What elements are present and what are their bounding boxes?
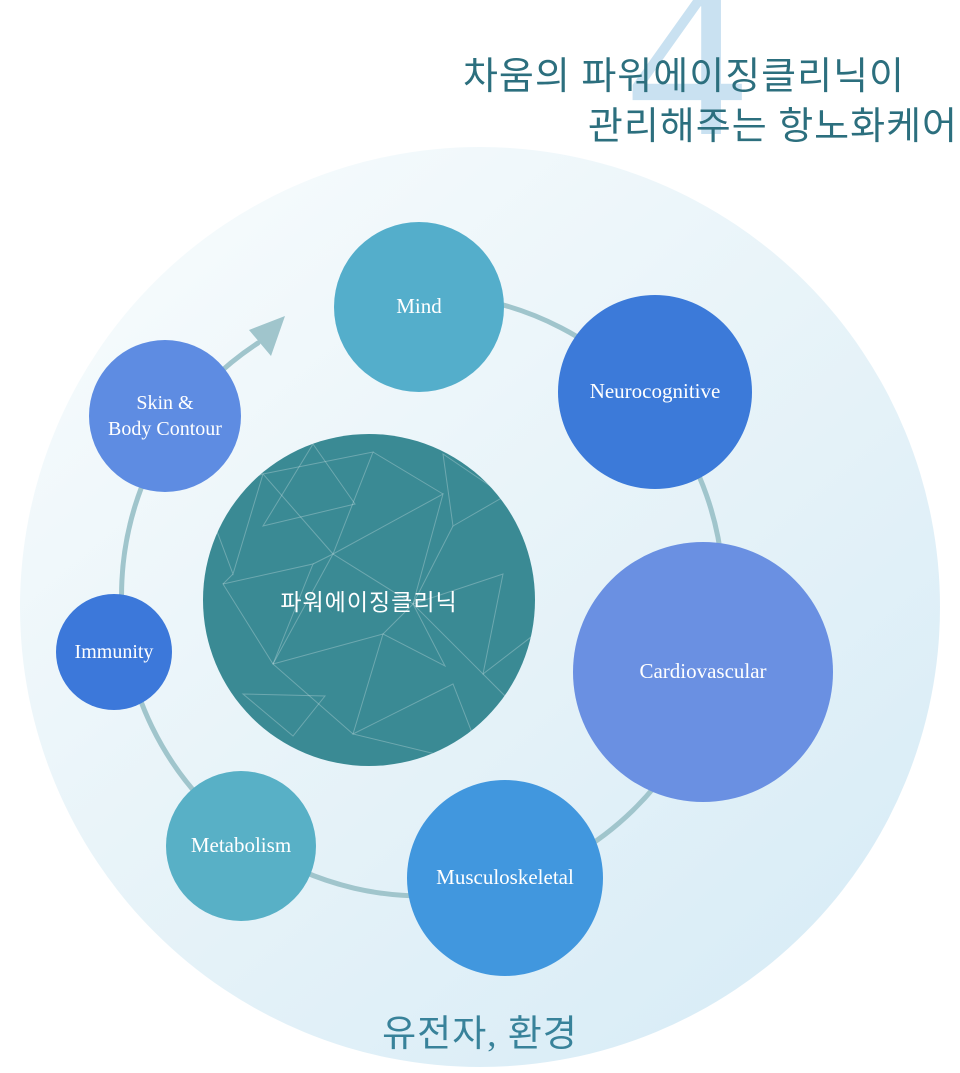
node-immunity: Immunity [56,594,172,710]
arrowhead-icon [249,316,285,356]
center-node-label: 파워에이징클리닉 [280,590,458,615]
node-neurocognitive-label: Neurocognitive [589,379,721,404]
node-musculoskeletal-label: Musculoskeletal [436,865,574,890]
node-skin-label-line1: Skin & [136,392,194,414]
node-skin-body-contour-label: Skin & Body Contour [108,390,222,442]
footer-label: 유전자, 환경 [382,1014,578,1055]
center-node: 파워에이징클리닉 [203,434,535,766]
node-cardiovascular: Cardiovascular [573,542,833,802]
node-musculoskeletal: Musculoskeletal [407,780,603,976]
node-metabolism-label: Metabolism [190,833,292,858]
node-immunity-label: Immunity [74,641,154,663]
node-metabolism: Metabolism [166,771,316,921]
node-mind-label: Mind [396,294,442,319]
page-title-line1: 차움의 파워에이징클리닉이 [462,56,905,98]
node-skin-label-line2: Body Contour [108,418,222,440]
polygon-pattern [203,443,535,766]
node-mind: Mind [334,222,504,392]
node-cardiovascular-label: Cardiovascular [639,659,767,684]
section-number-watermark: 4 [628,0,746,185]
node-neurocognitive: Neurocognitive [558,295,752,489]
page-title-line2: 관리해주는 항노화케어 [587,106,958,148]
node-skin-body-contour: Skin & Body Contour [89,340,241,492]
